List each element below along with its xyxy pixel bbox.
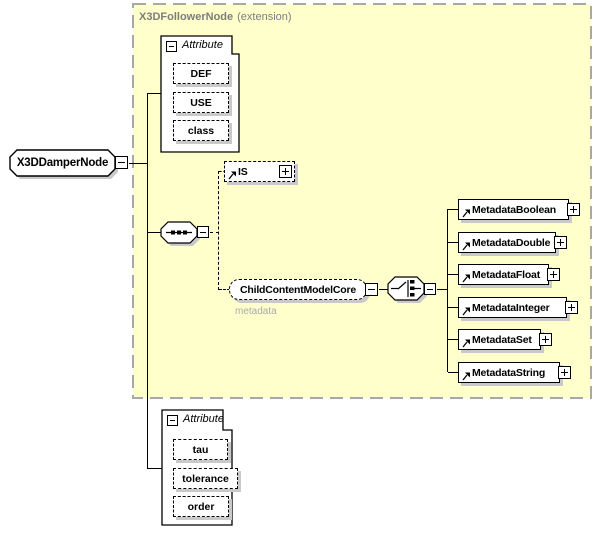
reference-arrow-icon [462,307,470,316]
connector-line [448,372,458,373]
expand-icon[interactable] [554,236,567,249]
expand-icon[interactable] [567,203,580,216]
element-child-content-model-core[interactable]: ChildContentModelCore [229,279,378,300]
attribute-order[interactable]: order [173,496,229,517]
extension-title: X3DFollowerNode(extension) [139,11,292,23]
element-metadata-integer[interactable]: MetadataInteger [458,297,578,318]
expand-icon[interactable] [547,268,560,281]
collapse-icon[interactable] [166,41,177,52]
element-label: MetadataFloat [472,268,540,281]
attribute-tau[interactable]: tau [173,439,228,460]
root-element[interactable]: X3DDamperNode [16,157,109,169]
attribute-class[interactable]: class [173,120,229,141]
optional-connector-line [219,171,226,172]
element-label: MetadataDouble [472,236,551,249]
element-metadata-boolean[interactable]: MetadataBoolean [458,199,580,220]
element-metadata-set[interactable]: MetadataSet [458,329,552,350]
connector-line [448,274,458,275]
collapse-icon[interactable] [167,415,178,426]
reference-arrow-icon [462,339,470,348]
connector-line [437,289,447,290]
optional-connector-line [219,289,230,290]
connector-line [447,209,448,372]
attribute-tolerance[interactable]: tolerance [173,468,238,489]
element-label: MetadataBoolean [472,203,556,216]
element-label: MetadataString [472,366,546,379]
connector-line [148,468,162,469]
element-metadata-double[interactable]: MetadataDouble [458,232,567,253]
expand-icon[interactable] [558,366,571,379]
choice-icon[interactable] [385,274,441,308]
element-label: MetadataSet [472,333,532,346]
connector-line [147,93,148,469]
collapse-icon[interactable] [197,226,209,238]
root-element-shape [9,149,118,179]
collapse-icon[interactable] [365,283,378,296]
element-label: ChildContentModelCore [240,283,356,296]
connector-line [448,339,458,340]
connector-line [148,232,161,233]
sequence-icon[interactable] [158,219,214,251]
reference-arrow-icon [228,171,236,180]
connector-line [448,242,458,243]
element-label: MetadataInteger [472,301,550,314]
connector-line [448,307,458,308]
extension-base-type: X3DFollowerNode [139,11,234,23]
reference-arrow-icon [462,242,470,251]
attribute-header: Attribute [182,39,223,51]
expand-icon[interactable] [565,301,578,314]
attribute-header: Attribute [183,413,224,425]
connector-line [129,163,147,164]
connector-line [379,289,388,290]
extension-kind: (extension) [237,11,292,23]
expand-icon[interactable] [279,165,292,178]
element-label: IS [238,165,248,178]
element-metadata-float[interactable]: MetadataFloat [458,264,560,285]
reference-arrow-icon [462,274,470,283]
element-metadata-string[interactable]: MetadataString [458,362,571,383]
element-annotation: metadata [235,306,277,317]
reference-arrow-icon [462,209,470,218]
attribute-use[interactable]: USE [173,92,229,113]
collapse-icon[interactable] [424,283,436,295]
optional-connector-line [210,232,219,233]
connector-line [448,209,458,210]
connector-line [148,93,161,94]
expand-icon[interactable] [539,333,552,346]
attribute-def[interactable]: DEF [173,63,229,84]
collapse-icon[interactable] [115,156,128,169]
element-is[interactable]: IS [224,161,295,182]
reference-arrow-icon [462,372,470,381]
optional-connector-line [218,171,219,290]
